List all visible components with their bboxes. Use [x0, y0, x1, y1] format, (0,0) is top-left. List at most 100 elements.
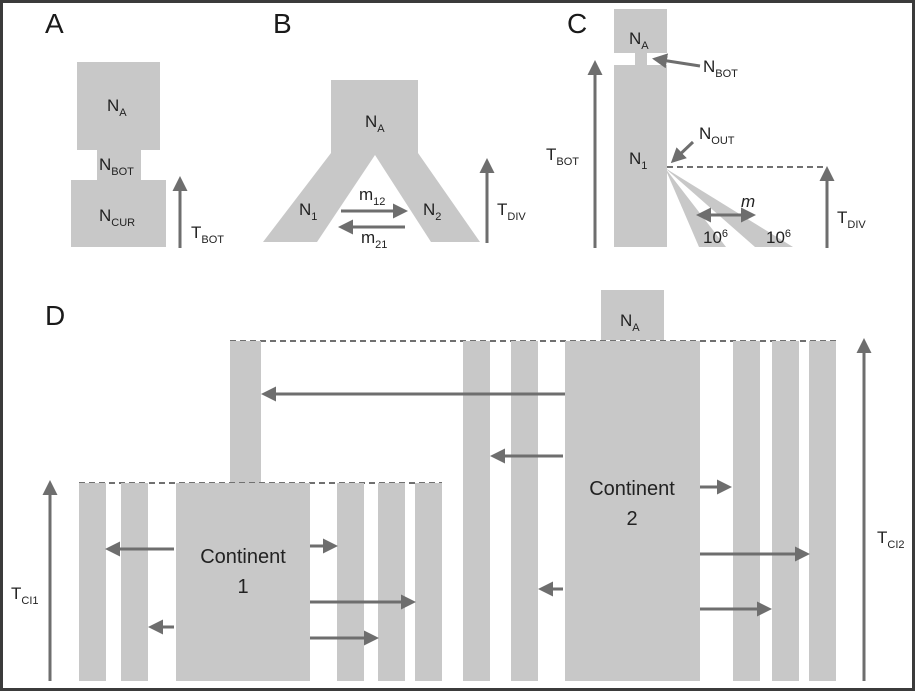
label-na: NA: [365, 112, 385, 135]
label-tci1-main: T: [11, 584, 21, 603]
label-m21-main: m: [361, 228, 375, 247]
pointer-arrow-nbot: [652, 53, 701, 69]
panel-a: A NA NBOT NCUR TBOT: [45, 8, 224, 248]
label-tbot-sub: BOT: [201, 234, 224, 246]
label-n1: N1: [629, 149, 647, 172]
label-m: m: [741, 192, 755, 211]
label-tdiv: TDIV: [497, 200, 526, 223]
outgroup-wedge-left: [665, 168, 726, 247]
label-nbot-main: N: [99, 155, 111, 174]
label-tci1-sub: CI1: [21, 595, 38, 607]
island-column: [733, 341, 760, 681]
panel-d: D NA Continent 2 Continent 1: [11, 290, 905, 681]
split-population-shape: [263, 80, 480, 242]
island-column: [463, 341, 490, 681]
label-n1: N1: [299, 200, 317, 223]
label-n2-main: N: [423, 200, 435, 219]
label-n2: N2: [423, 200, 441, 223]
label-n1-main: N: [299, 200, 311, 219]
label-nbot-sub: BOT: [715, 68, 738, 80]
label-n1-main: N: [629, 149, 641, 168]
label-tdiv-sub: DIV: [507, 211, 526, 223]
continent-1-block: [176, 483, 310, 681]
continent-1-label-line2: 1: [237, 576, 248, 598]
label-size-right-sup: 6: [785, 228, 791, 240]
panel-label-b: B: [273, 8, 292, 39]
continent-1-label-line1: Continent: [200, 546, 286, 568]
label-n1-sub: 1: [641, 160, 647, 172]
continent-2-label-line2: 2: [626, 508, 637, 530]
label-m12-main: m: [359, 185, 373, 204]
ancestral-population-block: [77, 62, 160, 150]
model-diagram: A NA NBOT NCUR TBOT B NA N1 N2 m12: [11, 8, 905, 681]
label-m12: m12: [359, 185, 385, 208]
label-na: NA: [107, 96, 127, 119]
panel-label-c: C: [567, 8, 587, 39]
label-na: NA: [629, 29, 649, 52]
island-column: [809, 341, 836, 681]
island-column: [79, 483, 106, 681]
island-column: [337, 483, 364, 681]
label-na: NA: [620, 311, 640, 334]
label-na-main: N: [107, 96, 119, 115]
label-m12-sub: 12: [373, 196, 385, 208]
label-na-sub: A: [632, 322, 640, 334]
panel-c: C NA NBOT TBOT NOUT N1 m 106 106: [546, 8, 866, 248]
label-na-main: N: [629, 29, 641, 48]
ancestral-population-block: [601, 290, 664, 340]
current-population-block: [71, 180, 166, 247]
ancestral-population-block: [614, 9, 667, 53]
island-column: [121, 483, 148, 681]
label-nbot: NBOT: [703, 57, 738, 80]
connecting-column: [230, 341, 261, 483]
bottleneck-block: [97, 150, 141, 180]
label-n1-sub: 1: [311, 211, 317, 223]
label-tdiv-sub: DIV: [847, 219, 866, 231]
island-column: [415, 483, 442, 681]
label-ncur-main: N: [99, 206, 111, 225]
label-nbot: NBOT: [99, 155, 134, 178]
label-na-sub: A: [377, 123, 385, 135]
label-na-main: N: [365, 112, 377, 131]
continent-2-label-line1: Continent: [589, 478, 675, 500]
island-column: [378, 483, 405, 681]
label-na-sub: A: [119, 107, 127, 119]
label-size-left-sup: 6: [722, 228, 728, 240]
label-tbot-main: T: [546, 145, 556, 164]
label-n2-sub: 2: [435, 211, 441, 223]
island-column: [511, 341, 538, 681]
label-tci2: TCI2: [877, 528, 905, 551]
continent-2-block: [565, 341, 700, 681]
label-tbot: TBOT: [191, 223, 224, 246]
label-tbot-main: T: [191, 223, 201, 242]
label-size-right: 106: [766, 228, 791, 247]
label-na-main: N: [620, 311, 632, 330]
label-nout: NOUT: [699, 124, 735, 147]
pointer-arrow-nout: [670, 140, 695, 164]
label-size-right-main: 10: [766, 228, 785, 247]
label-tdiv: TDIV: [837, 208, 866, 231]
label-ncur-sub: CUR: [111, 217, 135, 229]
label-nout-main: N: [699, 124, 711, 143]
label-tdiv-main: T: [837, 208, 847, 227]
label-tbot-sub: BOT: [556, 156, 579, 168]
label-tbot: TBOT: [546, 145, 579, 168]
label-m21-sub: 21: [375, 239, 387, 251]
label-nbot-main: N: [703, 57, 715, 76]
label-ncur: NCUR: [99, 206, 135, 229]
label-na-sub: A: [641, 40, 649, 52]
bottleneck-block: [635, 53, 647, 65]
label-m21: m21: [361, 228, 387, 251]
island-column: [772, 341, 799, 681]
label-nbot-sub: BOT: [111, 166, 134, 178]
label-tdiv-main: T: [497, 200, 507, 219]
panel-label-d: D: [45, 300, 65, 331]
panel-label-a: A: [45, 8, 64, 39]
label-tci2-main: T: [877, 528, 887, 547]
main-population-block: [614, 65, 667, 247]
label-nout-sub: OUT: [711, 135, 735, 147]
label-size-left-main: 10: [703, 228, 722, 247]
label-tci1: TCI1: [11, 584, 39, 607]
label-size-left: 106: [703, 228, 728, 247]
